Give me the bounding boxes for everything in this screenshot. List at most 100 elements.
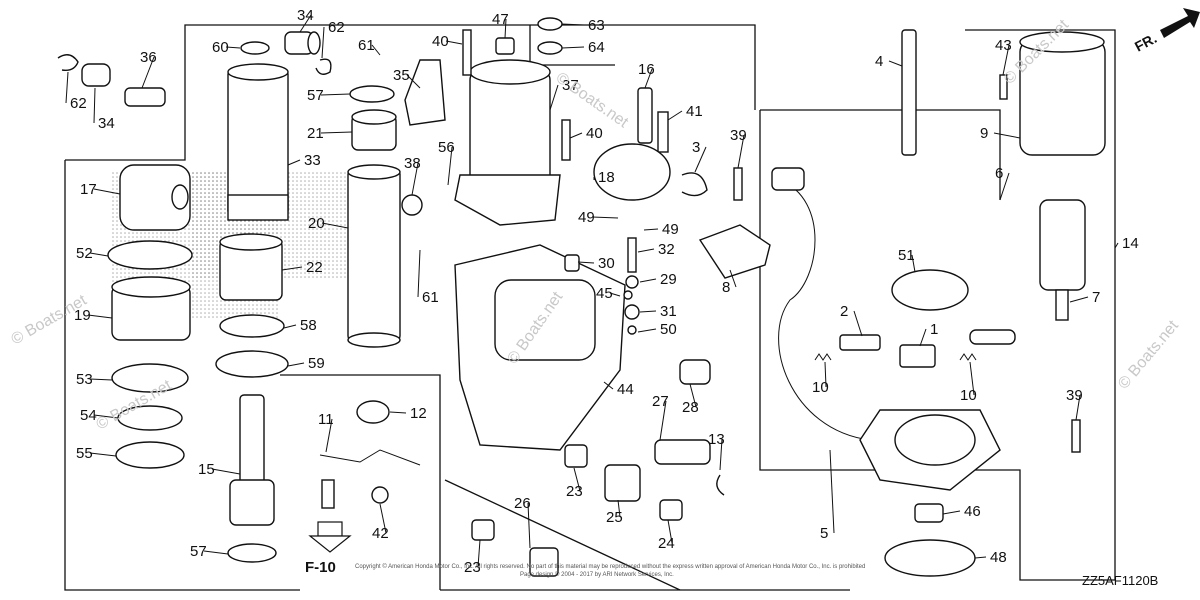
callout-leader bbox=[65, 71, 69, 104]
callout-leader bbox=[617, 499, 621, 518]
callout-leader bbox=[379, 503, 387, 534]
callout-8: 8 bbox=[722, 279, 730, 296]
callout-64: 64 bbox=[588, 39, 605, 56]
callout-6: 6 bbox=[995, 165, 1003, 182]
callout-31: 31 bbox=[660, 303, 677, 320]
callout-10: 10 bbox=[960, 387, 977, 404]
callout-13: 13 bbox=[708, 431, 725, 448]
callout-57: 57 bbox=[190, 543, 207, 560]
callout-leader bbox=[609, 292, 621, 297]
watermark-far-right: © Boats.net bbox=[1115, 317, 1182, 393]
callout-1: 1 bbox=[930, 321, 938, 338]
callout-2: 2 bbox=[840, 303, 848, 320]
callout-leader bbox=[942, 510, 961, 515]
callout-46: 46 bbox=[964, 503, 981, 520]
callout-leader bbox=[417, 249, 421, 298]
callout-leader bbox=[203, 550, 229, 555]
callout-leader bbox=[719, 438, 723, 471]
callout-leader bbox=[643, 228, 659, 231]
callout-57: 57 bbox=[307, 87, 324, 104]
callout-leader bbox=[287, 362, 305, 367]
callout-63: 63 bbox=[588, 17, 605, 34]
callout-leader bbox=[637, 328, 657, 333]
callout-leader bbox=[667, 110, 683, 121]
callout-53: 53 bbox=[76, 371, 93, 388]
callout-leader bbox=[287, 159, 301, 166]
callout-38: 38 bbox=[404, 155, 421, 172]
callout-leader bbox=[325, 418, 333, 453]
callout-35: 35 bbox=[393, 67, 410, 84]
callout-27: 27 bbox=[652, 393, 669, 410]
callout-34: 34 bbox=[98, 115, 115, 132]
callout-42: 42 bbox=[372, 525, 389, 542]
callout-leader bbox=[1069, 296, 1089, 303]
callout-leader bbox=[639, 278, 657, 283]
callout-leader bbox=[577, 261, 595, 264]
callout-54: 54 bbox=[80, 407, 97, 424]
callout-leader bbox=[406, 74, 421, 89]
callout-29: 29 bbox=[660, 271, 677, 288]
callout-leader bbox=[737, 134, 745, 169]
callout-40: 40 bbox=[586, 125, 603, 142]
callout-leader bbox=[321, 222, 349, 229]
callout-34: 34 bbox=[297, 7, 314, 24]
callout-leader bbox=[527, 502, 531, 549]
callout-61: 61 bbox=[422, 289, 439, 306]
callout-leader bbox=[504, 18, 507, 39]
callout-45: 45 bbox=[596, 285, 613, 302]
callout-23: 23 bbox=[566, 483, 583, 500]
callout-leader bbox=[87, 314, 113, 319]
callout-leader bbox=[919, 328, 927, 347]
callout-59: 59 bbox=[308, 355, 325, 372]
svg-text:F-10: F-10 bbox=[305, 559, 336, 576]
callout-47: 47 bbox=[492, 11, 509, 28]
callout-leader bbox=[93, 414, 119, 419]
callout-62: 62 bbox=[70, 95, 87, 112]
callout-25: 25 bbox=[606, 509, 623, 526]
callout-leader bbox=[89, 452, 117, 457]
svg-text:FR.: FR. bbox=[1132, 30, 1159, 55]
callout-leader bbox=[1114, 242, 1119, 249]
callout-leader bbox=[299, 14, 312, 33]
callout-61: 61 bbox=[358, 37, 375, 54]
callout-leader bbox=[603, 381, 614, 390]
callout-leader bbox=[281, 266, 303, 271]
callout-44: 44 bbox=[617, 381, 634, 398]
callout-16: 16 bbox=[638, 61, 655, 78]
callout-40: 40 bbox=[432, 33, 449, 50]
callout-37: 37 bbox=[562, 77, 579, 94]
callout-43: 43 bbox=[995, 37, 1012, 54]
callout-leader bbox=[549, 84, 559, 111]
callout-52: 52 bbox=[76, 245, 93, 262]
callout-leader bbox=[999, 172, 1010, 201]
callout-leader bbox=[644, 68, 653, 89]
callout-41: 41 bbox=[686, 103, 703, 120]
callout-48: 48 bbox=[990, 549, 1007, 566]
motor-parts bbox=[771, 29, 1106, 577]
callout-leader bbox=[371, 44, 381, 56]
callout-leader bbox=[667, 519, 673, 544]
callout-22: 22 bbox=[306, 259, 323, 276]
diagram-code: ZZ5AF1120B bbox=[1082, 573, 1158, 588]
callout-leader bbox=[389, 411, 407, 414]
tilt-cylinder-parts bbox=[57, 31, 401, 563]
callout-leader bbox=[974, 556, 987, 559]
callout-26: 26 bbox=[514, 495, 531, 512]
callout-leader bbox=[561, 46, 585, 49]
callout-39: 39 bbox=[1066, 387, 1083, 404]
callout-15: 15 bbox=[198, 461, 215, 478]
callout-7: 7 bbox=[1092, 289, 1100, 306]
callout-19: 19 bbox=[74, 307, 91, 324]
front-direction-indicator: FR. bbox=[1132, 8, 1200, 55]
callout-10: 10 bbox=[812, 379, 829, 396]
callout-leader bbox=[993, 132, 1021, 139]
callout-60: 60 bbox=[212, 39, 229, 56]
callout-leader bbox=[321, 26, 325, 59]
callout-leader bbox=[888, 60, 903, 67]
callout-leader bbox=[694, 146, 707, 173]
callout-leader bbox=[729, 269, 737, 288]
callout-9: 9 bbox=[980, 125, 988, 142]
callout-24: 24 bbox=[658, 535, 675, 552]
callout-50: 50 bbox=[660, 321, 677, 338]
